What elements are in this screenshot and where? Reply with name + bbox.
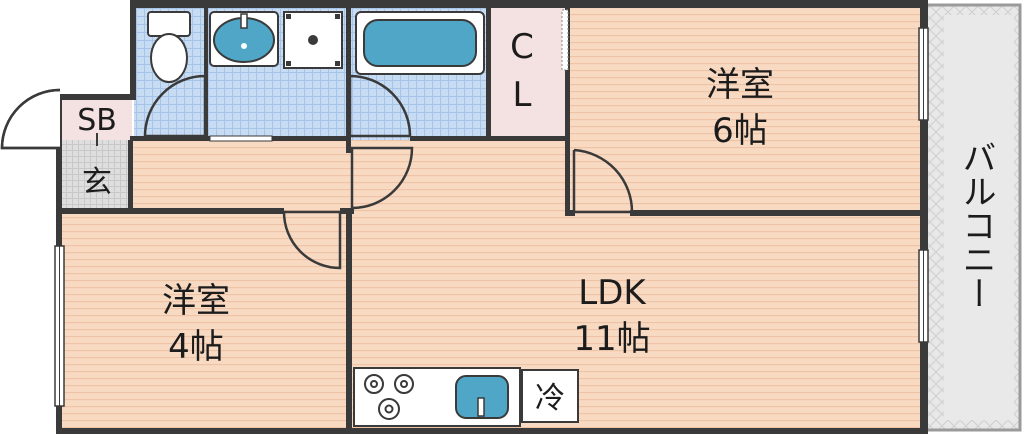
refrigerator: 冷: [521, 369, 579, 423]
western-room-6-label-line2: 6帖: [712, 111, 768, 151]
closet-floor: [490, 8, 568, 140]
washbasin-icon: [209, 11, 279, 67]
western-room-4-label-line1: 洋室: [162, 281, 230, 321]
toilet-icon: [147, 11, 191, 83]
balcony-label: バルコニー: [956, 140, 996, 310]
western-room-4-floor: [62, 212, 352, 430]
balcony: バルコニー: [924, 3, 1022, 432]
ldk-label-line1: LDK: [578, 273, 647, 313]
entrance-floor: [62, 140, 132, 212]
entrance-label: 玄: [82, 165, 112, 200]
western-room-4-label-line2: 4帖: [168, 327, 224, 367]
windows: [54, 9, 929, 407]
western-room-6-label-line1: 洋室: [706, 65, 774, 105]
refrigerator-label: 冷: [535, 381, 565, 416]
shoebox-label: SB: [77, 103, 117, 138]
washing-machine-pan-icon: [283, 11, 343, 69]
closet: C L: [510, 27, 534, 115]
kitchen-sink-icon: [455, 375, 509, 419]
ldk-label-line2: 11帖: [573, 319, 650, 359]
kitchen-counter: [353, 367, 521, 427]
bathtub-icon: [355, 11, 485, 75]
hallway-floor: [132, 140, 352, 212]
stove-icon: [364, 374, 414, 420]
closet-label-line2: L: [513, 75, 532, 115]
doors: [0, 74, 634, 270]
closet-label-line1: C: [510, 27, 534, 67]
